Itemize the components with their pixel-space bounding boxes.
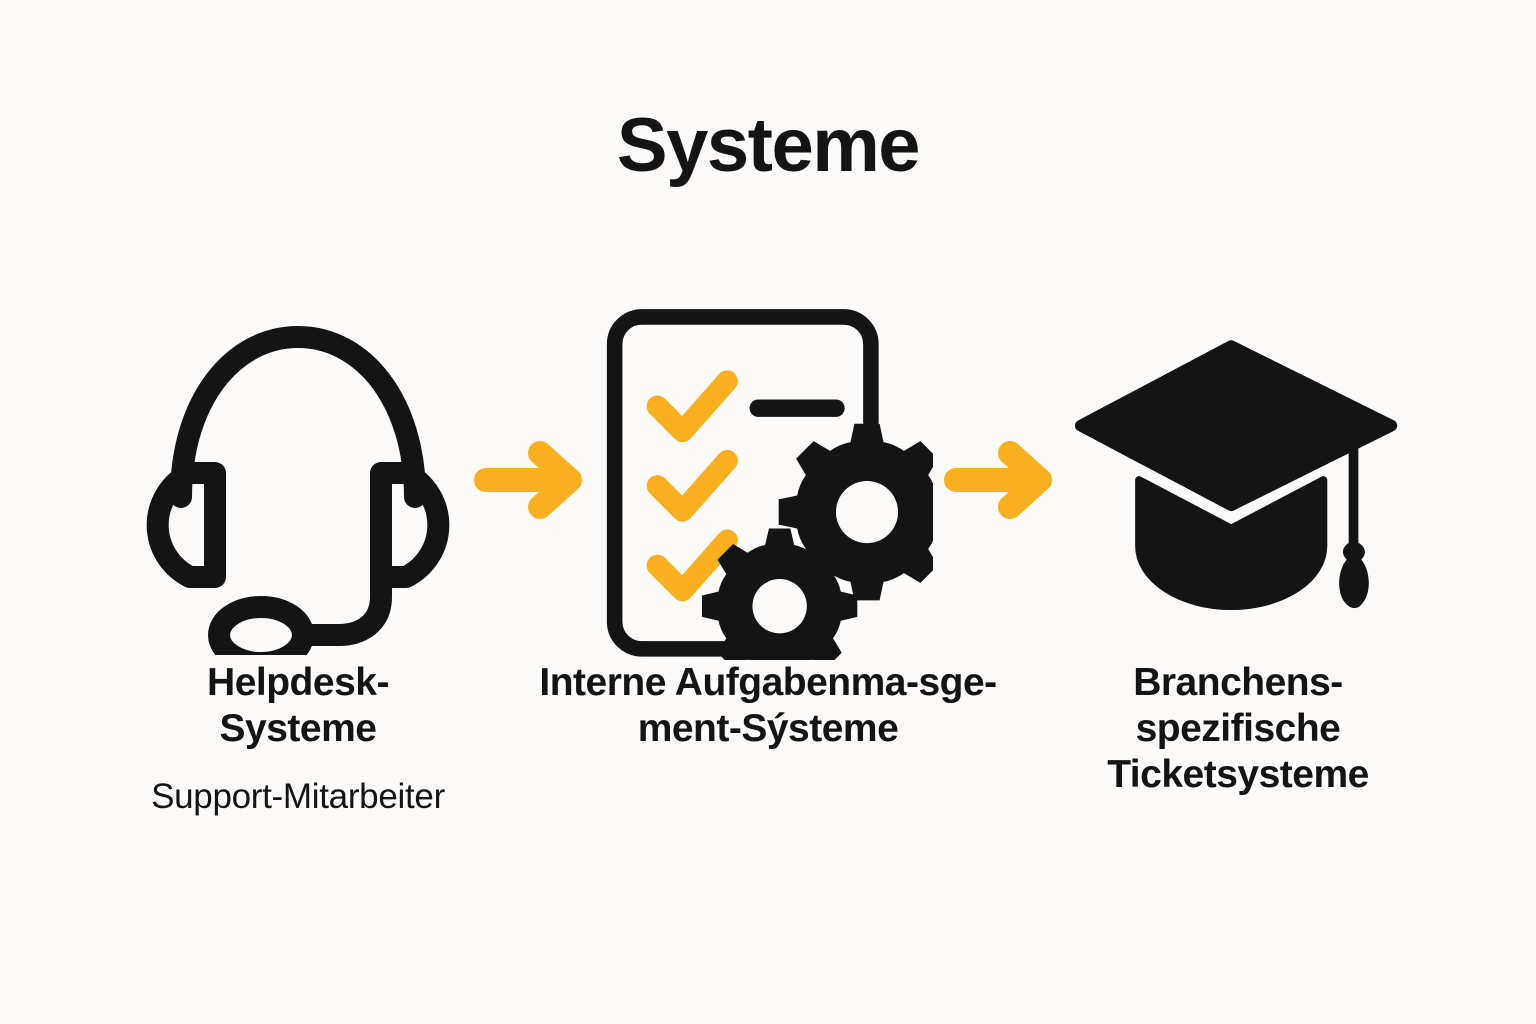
- page-title: Systeme: [616, 103, 921, 188]
- step-1-icon: [133, 300, 463, 660]
- graduation-cap-icon: [1074, 340, 1398, 611]
- flow-arrow-2: [933, 300, 1073, 660]
- process-labels-row: Helpdesk-Systeme Support-Mitarbeiter Int…: [0, 660, 1536, 818]
- arrow-right-icon: [474, 441, 582, 519]
- checklist-gears-icon: [606, 309, 933, 660]
- step-1-subtitle: Support-Mitarbeiter: [151, 777, 445, 817]
- step-3-title: Branchens-spezifische Ticketsysteme: [1107, 661, 1369, 797]
- process-flow-row: [0, 270, 1536, 690]
- step-3-label-group: Branchens-spezifische Ticketsysteme: [1073, 660, 1403, 798]
- step-3-icon: [1073, 300, 1403, 660]
- step-2-icon: [603, 300, 933, 660]
- step-2-label-group: Interne Aufgabenma-sge-ment-Sýsteme: [539, 660, 997, 752]
- step-2-title: Interne Aufgabenma-sge-ment-Sýsteme: [539, 661, 997, 751]
- step-1-label-group: Helpdesk-Systeme Support-Mitarbeiter: [133, 660, 463, 818]
- arrow-right-icon: [944, 441, 1052, 519]
- headset-icon: [146, 325, 450, 655]
- step-1-title: Helpdesk-Systeme: [207, 661, 389, 751]
- flow-arrow-1: [463, 300, 603, 660]
